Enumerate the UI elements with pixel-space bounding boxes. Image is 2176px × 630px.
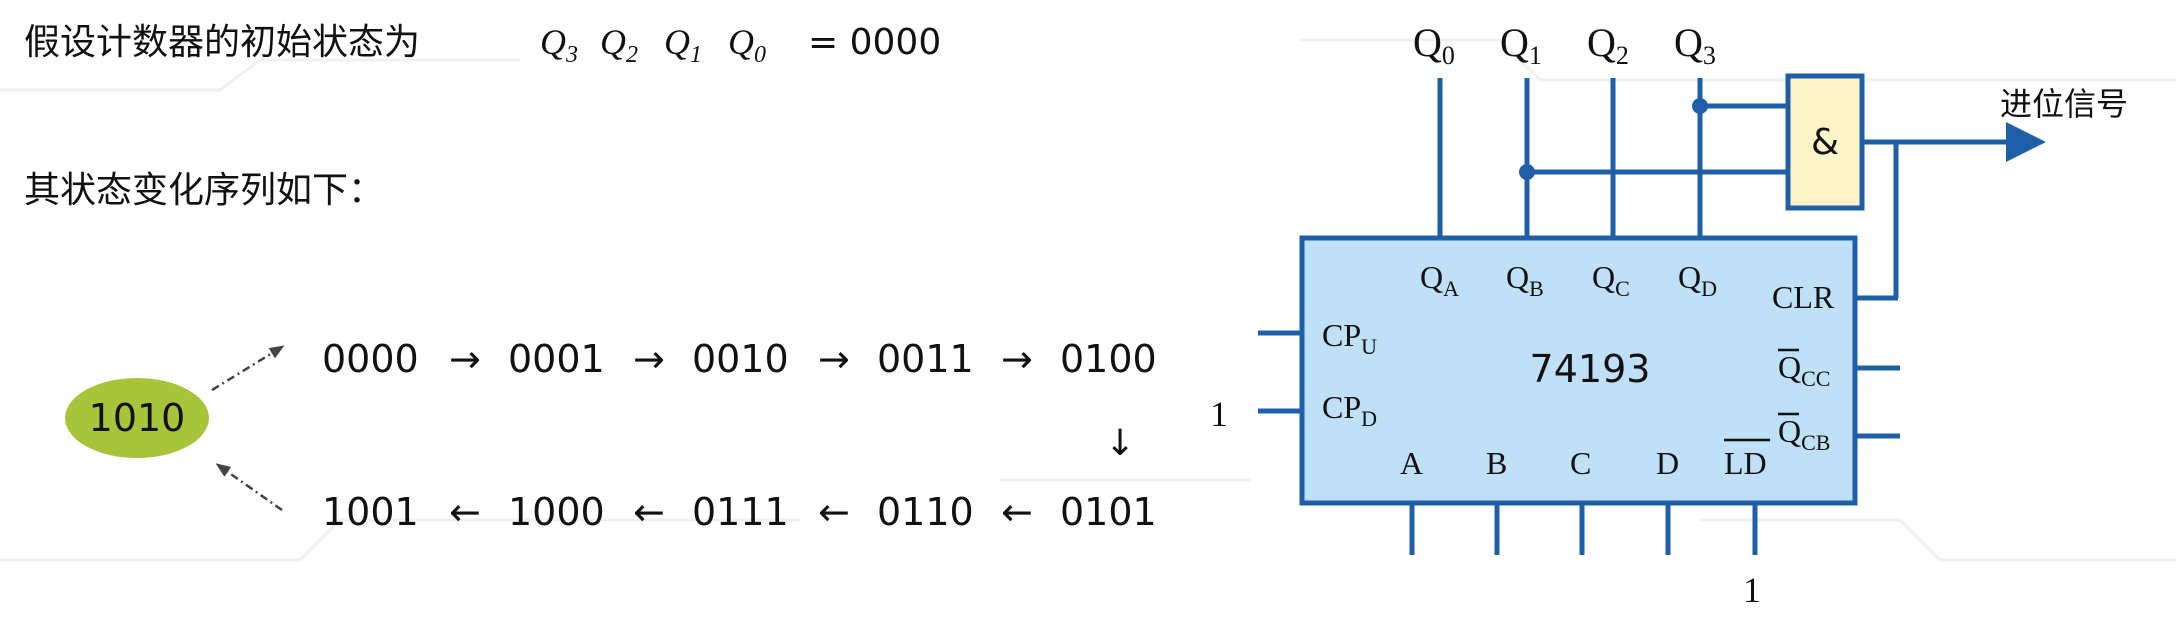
intro-text: 假设计数器的初始状态为 [24,22,420,63]
state-0100: 0100 [1060,337,1157,381]
arrow-left: ← [1001,490,1033,534]
top-output-labels: Q0 Q1 Q2 Q3 [1413,20,1716,70]
chip-74193 [1299,235,1858,506]
state-1001: 1001 [322,490,419,534]
state-0111: 0111 [692,490,789,534]
q2-symbol: Q2 [600,22,638,68]
state-ellipse-label: 1010 [89,396,186,440]
arrow-right: → [1001,337,1033,381]
state-variables: Q3 Q2 Q1 Q0 [540,22,766,68]
arrow-right: → [818,337,850,381]
arrow-left: ← [449,490,481,534]
state-0101: 0101 [1060,490,1157,534]
arrow-left: ← [633,490,665,534]
arrow-to-0000 [211,345,285,392]
ld-input-1: 1 [1743,570,1761,610]
carry-signal-label: 进位信号 [2000,85,2128,123]
pin-c: C [1570,445,1591,481]
arrow-left: ← [818,490,850,534]
q0-symbol: Q0 [728,22,766,68]
state-0001: 0001 [508,337,605,381]
arrow-right: → [449,337,481,381]
counter-circuit: 74193 & 进位信号 Q0 Q1 Q2 Q3 QA QB QC QD CLR… [1210,20,2128,610]
pin-b: B [1486,445,1507,481]
pin-clr: CLR [1772,279,1835,315]
chip-label: 74193 [1530,347,1651,391]
state-0010: 0010 [692,337,789,381]
arrow-down: ↓ [1105,423,1135,464]
overbars [1724,348,1799,442]
pin-qa: QA [1420,259,1459,301]
pin-cpu: CPU [1322,317,1377,359]
output-q2-label: Q2 [1587,20,1629,70]
and-gate-symbol: & [1811,122,1839,163]
sequence-row-1: 0000 → 0001 → 0010 → 0011 → 0100 [322,337,1157,381]
state-0011: 0011 [877,337,974,381]
output-q1-label: Q1 [1500,20,1542,70]
junction-dot [1519,164,1535,180]
pin-qcb: QCB [1778,413,1830,455]
sequence-row-2: 1001 ← 1000 ← 0111 ← 0110 ← 0101 [322,490,1157,534]
output-q3-label: Q3 [1674,20,1716,70]
sequence-intro: 其状态变化序列如下： [24,170,384,211]
pin-qcc: QCC [1778,349,1830,391]
pin-cpd: CPD [1322,389,1377,431]
q3-symbol: Q3 [540,22,578,68]
cpd-input-1: 1 [1210,394,1228,434]
state-ellipse [65,378,209,458]
pin-ld: LD [1724,445,1767,481]
output-q0-label: Q0 [1413,20,1455,70]
pin-a: A [1400,445,1423,481]
state-0110: 0110 [877,490,974,534]
arrow-from-1001 [215,463,283,512]
pin-qb: QB [1506,259,1544,301]
q1-symbol: Q1 [664,22,702,68]
pin-d: D [1656,445,1679,481]
arrow-right: → [633,337,665,381]
state-0000: 0000 [322,337,419,381]
initial-value: = 0000 [808,22,941,63]
pin-labels: QA QB QC QD CLR CPU CPD QCC QCB A B C D … [1322,259,1835,481]
background-decoration [0,38,2176,562]
junction-dot [1692,98,1708,114]
pin-qc: QC [1592,259,1630,301]
and-gate [1785,73,1865,211]
state-1000: 1000 [508,490,605,534]
pin-qd: QD [1678,259,1717,301]
